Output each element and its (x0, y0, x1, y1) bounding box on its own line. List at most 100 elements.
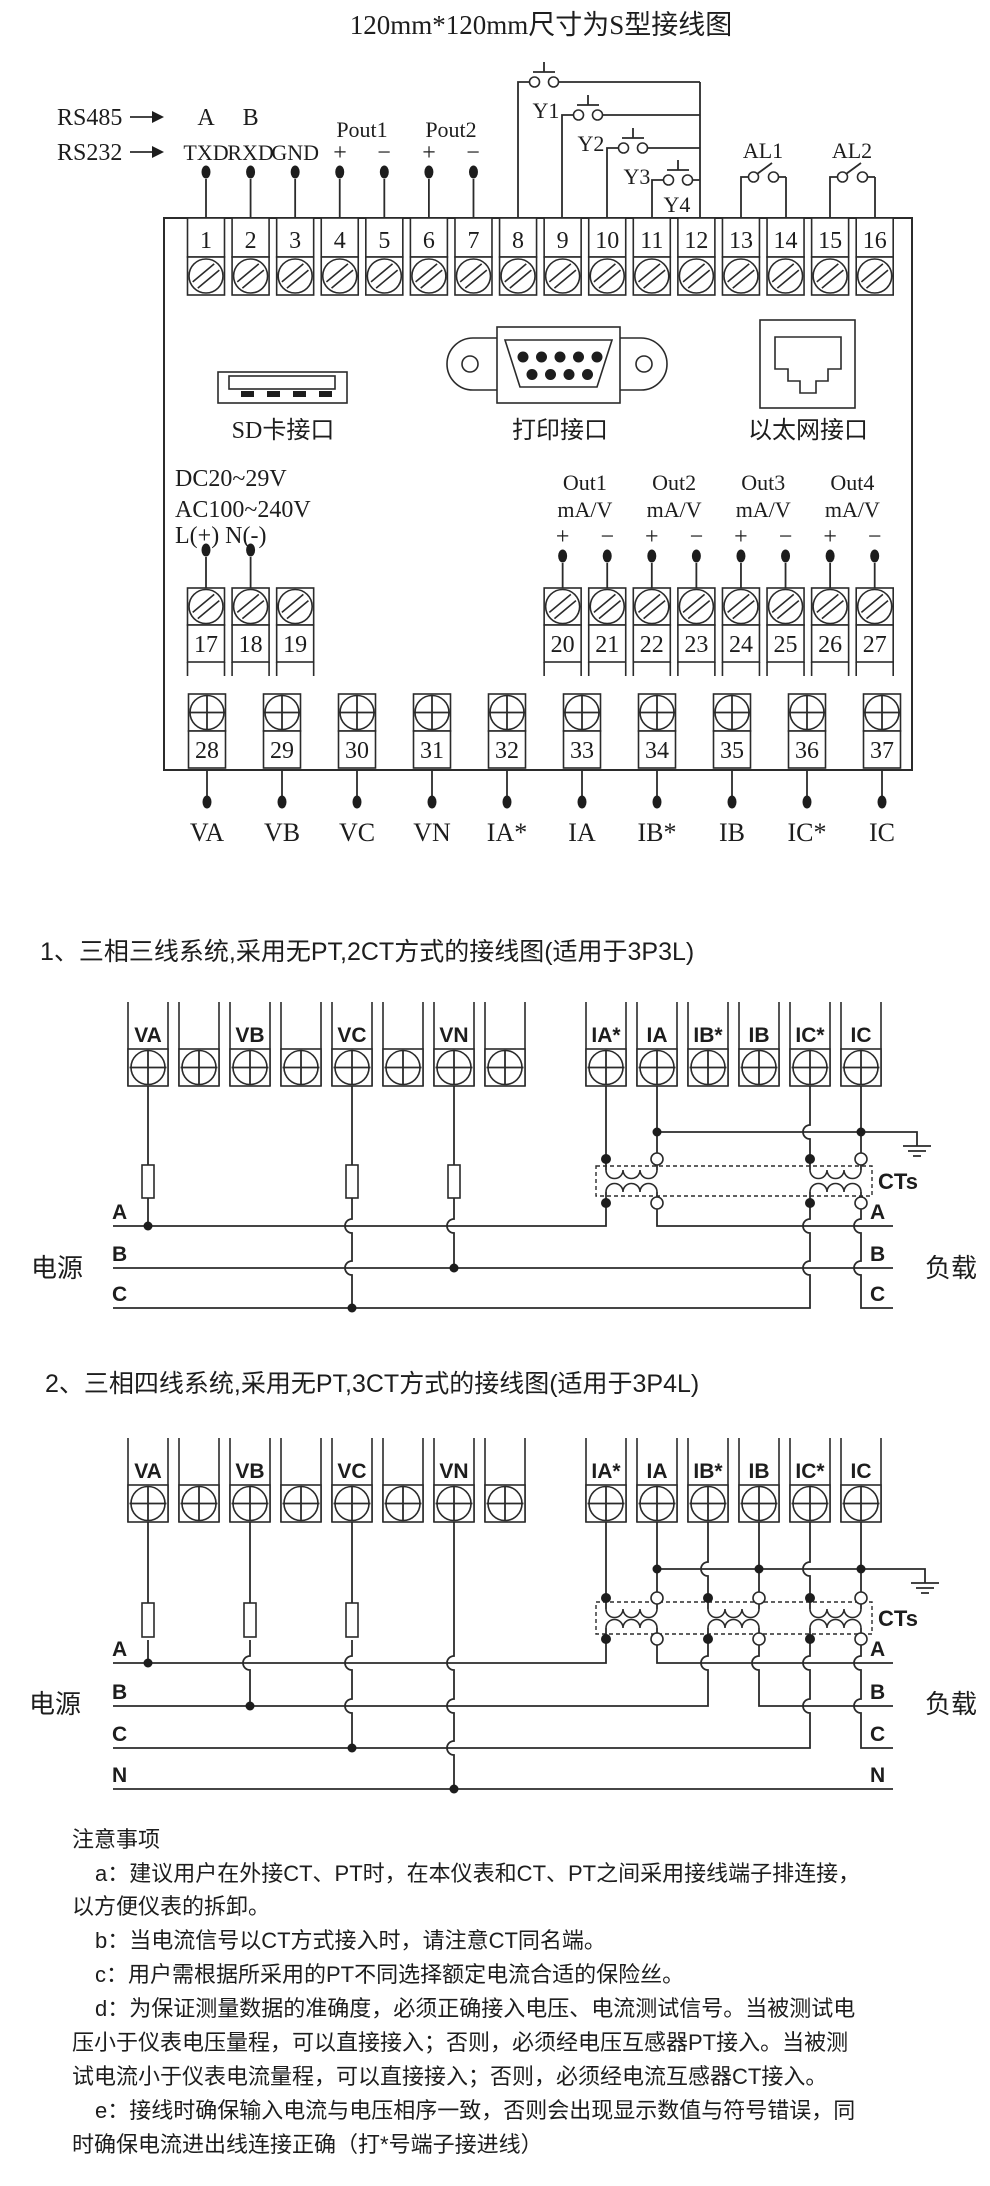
terminal-16: 16 (855, 217, 895, 296)
terminal-3: 3 (275, 217, 315, 296)
section1-voltage-terminal: VN (433, 1002, 475, 1087)
section2-voltage-terminal: VA (127, 1438, 169, 1523)
terminal-number: 29 (270, 738, 294, 764)
section1-voltage-terminal: VC (331, 1002, 373, 1087)
signal-label: VB (264, 818, 300, 847)
section1-current-terminal: IA* (585, 1002, 627, 1087)
terminal-26: 26 (810, 587, 850, 676)
polarity-sign: − (466, 140, 480, 166)
polarity-sign: + (333, 140, 347, 166)
terminal-number: 30 (345, 738, 369, 764)
section2-load-label: 负载 (925, 1689, 977, 1719)
terminal-label: IB* (693, 1460, 723, 1483)
terminal-28: 28 (187, 693, 227, 769)
section1-voltage-terminal (280, 1002, 322, 1087)
terminal-30: 30 (337, 693, 377, 769)
section2-voltage-terminal (178, 1438, 220, 1523)
output-label: Out3 (741, 470, 785, 495)
rs232-pin-label: TXD (183, 140, 228, 165)
terminal-22: 22 (632, 587, 672, 676)
phase-label-left: C (112, 1283, 127, 1306)
alarm-label: AL2 (832, 138, 872, 163)
terminal-37: 37 (862, 693, 902, 769)
section1-voltage-terminal (382, 1002, 424, 1087)
terminal-label: VB (235, 1024, 264, 1047)
terminal-6: 6 (409, 217, 449, 296)
terminal-36: 36 (787, 693, 827, 769)
output-label: Out4 (830, 470, 874, 495)
section2-voltage-terminal (484, 1438, 526, 1523)
terminal-number: 12 (684, 228, 708, 254)
terminal-number: 10 (595, 228, 619, 254)
terminal-number: 28 (195, 738, 219, 764)
pout-label: Pout2 (425, 117, 476, 142)
sd-port-label: SD卡接口 (232, 417, 335, 444)
terminal-number: 8 (512, 228, 524, 254)
terminal-number: 5 (378, 228, 390, 254)
terminal-31: 31 (412, 693, 452, 769)
section2-voltage-terminal (280, 1438, 322, 1523)
terminal-33: 33 (562, 693, 602, 769)
terminal-number: 33 (570, 738, 594, 764)
sd-card-icon (217, 371, 348, 404)
terminal-label: IC* (795, 1460, 825, 1483)
terminal-number: 36 (795, 738, 819, 764)
rs232-pin-label: GND (271, 140, 319, 165)
terminal-label: VB (235, 1460, 264, 1483)
al2-switch-icon (829, 162, 876, 218)
section1-load-label: 负载 (925, 1253, 977, 1283)
terminal-14: 14 (766, 217, 805, 296)
section2-source-label: 电源 (29, 1689, 81, 1719)
note-line: 以方便仪表的拆卸。 (72, 1894, 270, 1919)
terminal-1: 1 (186, 217, 226, 296)
terminal-24: 24 (721, 587, 761, 676)
terminal-number: 31 (420, 738, 444, 764)
terminal-25: 25 (766, 587, 805, 676)
notes-block: 注意事项 a：建议用户在外接CT、PT时，在本仪表和CT、PT之间采用接线端子排… (72, 1827, 860, 2157)
terminal-label: VC (337, 1024, 366, 1047)
output-unit-label: mA/V (557, 497, 612, 522)
rs232-pin-label: RXD (227, 140, 273, 165)
page-title: 120mm*120mm尺寸为S型接线图 (350, 10, 733, 40)
output-unit-label: mA/V (647, 497, 702, 522)
terminal-4: 4 (320, 217, 360, 296)
section2-current-terminal: IB* (687, 1438, 729, 1523)
terminal-11: 11 (632, 217, 672, 296)
phase-label-left: B (112, 1681, 127, 1704)
section1-cts-label: CTs (878, 1169, 918, 1194)
phase-label-right: C (870, 1723, 885, 1746)
section1-voltage-terminal: VB (229, 1002, 271, 1087)
polarity-sign: − (779, 524, 793, 550)
terminal-number: 7 (467, 228, 479, 254)
section2-current-terminal: IA* (585, 1438, 627, 1523)
terminal-number: 9 (557, 228, 569, 254)
phase-label-left: B (112, 1243, 127, 1266)
polarity-sign: − (600, 524, 614, 550)
signal-label: IC (869, 818, 895, 847)
terminal-label: IC (851, 1024, 872, 1047)
y-switch-label: Y2 (578, 131, 605, 156)
phase-label-right: C (870, 1283, 885, 1306)
terminal-number: 23 (684, 632, 708, 658)
note-line: b：当电流信号以CT方式接入时，请注意CT同名端。 (95, 1928, 606, 1953)
signal-label: VN (413, 818, 451, 847)
phase-label-right: B (870, 1243, 885, 1266)
section2-voltage-terminal (382, 1438, 424, 1523)
terminal-number: 4 (334, 228, 346, 254)
section2-heading: 2、三相四线系统,采用无PT,3CT方式的接线图(适用于3P4L) (45, 1370, 699, 1398)
rs485-label: RS485 (57, 105, 122, 131)
phase-label-right: B (870, 1681, 885, 1704)
rs485-pin-label: B (243, 105, 259, 131)
note-line: 时确保电流进出线连接正确（打*号端子接进线） (72, 2132, 543, 2157)
terminal-13: 13 (721, 217, 761, 296)
terminal-label: VC (337, 1460, 366, 1483)
output-unit-label: mA/V (736, 497, 791, 522)
terminal-number: 6 (423, 228, 435, 254)
y-switches (517, 62, 701, 218)
rs232-arrow-icon (130, 146, 164, 158)
phase-label-left: A (112, 1638, 127, 1661)
section1-current-terminal: IA (636, 1002, 678, 1087)
